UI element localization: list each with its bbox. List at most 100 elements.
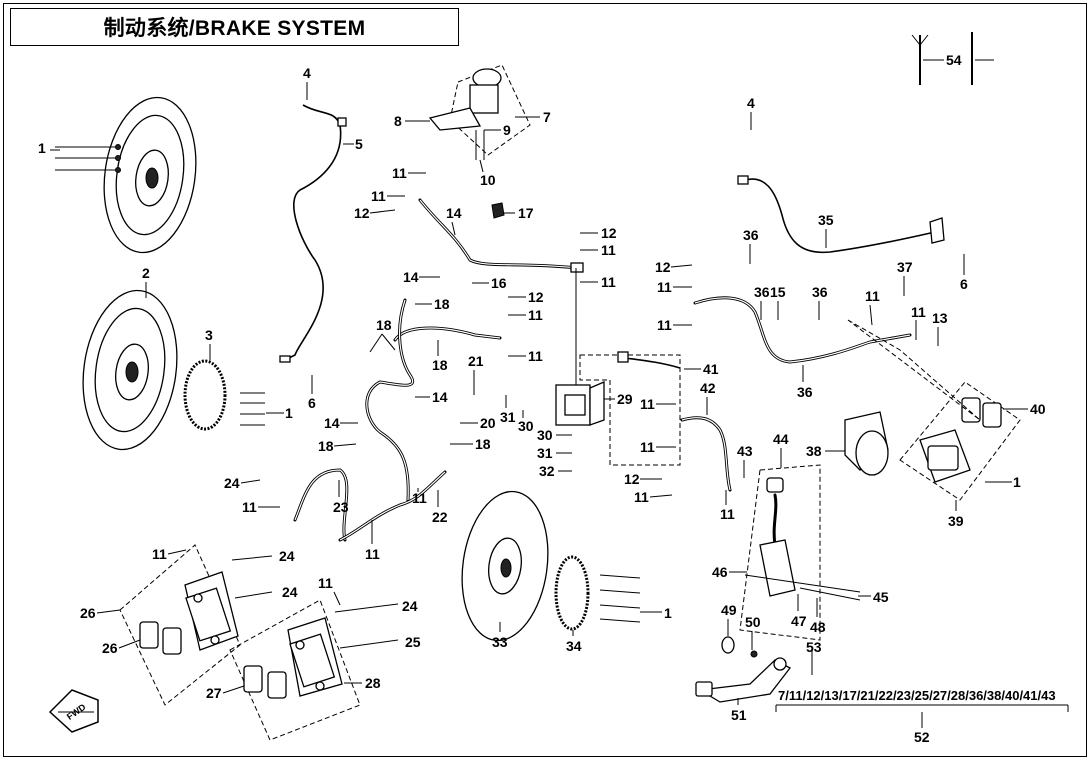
callout-label: 1 bbox=[285, 405, 293, 421]
brake-hose-41 bbox=[680, 416, 732, 492]
front-brake-pads-left bbox=[139, 621, 182, 655]
callout-label: 11 bbox=[657, 317, 672, 333]
callout-label: 11 bbox=[242, 499, 257, 515]
front-disc-bolts-lower bbox=[240, 392, 265, 426]
callout-label: 6 bbox=[960, 276, 968, 292]
rear-brake-disc bbox=[461, 490, 549, 642]
callout-label: 47 bbox=[791, 613, 807, 629]
callout-label: 12 bbox=[601, 225, 617, 241]
rear-master-cylinder bbox=[759, 477, 796, 597]
callout-label: 11 bbox=[392, 165, 407, 181]
callout-label: 30 bbox=[518, 418, 534, 434]
callout-label: 24 bbox=[279, 548, 295, 564]
callout-label: 1 bbox=[664, 605, 672, 621]
front-abs-sensor-wire bbox=[284, 104, 342, 361]
callout-label: 1 bbox=[38, 140, 46, 156]
callout-label: 26 bbox=[102, 640, 118, 656]
callout-label: 11 bbox=[601, 242, 616, 258]
tool-53 bbox=[911, 34, 929, 85]
callout-label: 11 bbox=[528, 307, 543, 323]
callout-labels: 1 1 1 1 1 2 3 4 4 5 6 6 7 bbox=[38, 52, 1046, 723]
callout-label: 7 bbox=[543, 109, 551, 125]
callout-label: 11 bbox=[634, 489, 649, 505]
callout-label: 10 bbox=[480, 172, 496, 188]
rear-caliper-box bbox=[899, 381, 1021, 501]
callout-label: 36 bbox=[812, 284, 828, 300]
callout-label: 18 bbox=[432, 357, 448, 373]
rear-brake-pads bbox=[961, 397, 1002, 428]
callout-label: 11 bbox=[365, 546, 380, 562]
callout-label: 37 bbox=[897, 259, 913, 275]
front-disc-bolts-upper bbox=[55, 144, 121, 173]
callout-label: 12 bbox=[354, 205, 370, 221]
callout-label: 12 bbox=[624, 471, 640, 487]
rear-master-cylinder-box bbox=[739, 464, 821, 641]
callout-label: 11 bbox=[640, 396, 655, 412]
callout-label: 16 bbox=[491, 275, 507, 291]
callout-label: 46 bbox=[712, 564, 728, 580]
callout-label: 22 bbox=[432, 509, 448, 525]
callout-label: 36 bbox=[797, 384, 813, 400]
callout-label: 9 bbox=[503, 122, 511, 138]
callout-label: 43 bbox=[737, 443, 753, 459]
callout-label: 11 bbox=[720, 506, 735, 522]
front-caliper-right bbox=[287, 617, 343, 697]
callout-label: 36 bbox=[743, 227, 759, 243]
callout-label: 14 bbox=[432, 389, 448, 405]
callout-label: 39 bbox=[948, 513, 964, 529]
callout-label: 42 bbox=[700, 380, 716, 396]
rear-caliper bbox=[919, 429, 971, 483]
front-master-cylinder bbox=[428, 64, 531, 160]
callout-label: 34 bbox=[566, 638, 582, 654]
front-brake-pads-right bbox=[243, 665, 287, 699]
callout-label: 38 bbox=[806, 443, 822, 459]
callout-label: 11 bbox=[152, 546, 167, 562]
front-caliper-left bbox=[184, 571, 239, 651]
rear-brake-pipe bbox=[693, 296, 912, 364]
callout-label: 11 bbox=[528, 348, 543, 364]
callout-label: 18 bbox=[475, 436, 491, 452]
callout-label: 3 bbox=[205, 327, 213, 343]
abs-hydraulic-unit bbox=[555, 268, 681, 466]
rear-brake-pedal bbox=[695, 657, 791, 703]
callout-label: 11 bbox=[601, 274, 616, 290]
callout-label: 25 bbox=[405, 634, 421, 650]
hose-clip-16 bbox=[491, 202, 505, 219]
callout-label: 30 bbox=[537, 427, 553, 443]
forward-arrow-icon bbox=[48, 689, 99, 733]
callout-label: 14 bbox=[324, 415, 340, 431]
callout-label: 31 bbox=[500, 409, 516, 425]
callout-label: 11 bbox=[371, 188, 386, 204]
front-abs-tone-ring bbox=[183, 359, 227, 431]
callout-label: 45 bbox=[873, 589, 889, 605]
front-caliper-right-box bbox=[229, 599, 361, 741]
callout-label: 18 bbox=[434, 296, 450, 312]
callout-label: 27 bbox=[206, 685, 222, 701]
rear-caliper-bracket bbox=[844, 411, 889, 476]
front-abs-sensor bbox=[279, 355, 291, 363]
page-title: 制动系统/BRAKE SYSTEM bbox=[10, 8, 459, 46]
callout-label: 40 bbox=[1030, 401, 1046, 417]
callout-label: 4 bbox=[303, 65, 311, 81]
callout-label: 1 bbox=[1013, 474, 1021, 490]
callout-label: 14 bbox=[446, 205, 462, 221]
callout-label: 13 bbox=[932, 310, 948, 326]
callout-label: 51 bbox=[731, 707, 747, 723]
callout-label: 14 bbox=[403, 269, 419, 285]
callout-label: 31 bbox=[537, 445, 553, 461]
callout-label: 2 bbox=[142, 265, 150, 281]
rear-disc-bolts bbox=[599, 574, 641, 623]
callout-label: 11 bbox=[640, 439, 655, 455]
callout-label: 18 bbox=[318, 438, 334, 454]
abs-wiring-40 bbox=[624, 357, 681, 369]
callout-label: 11 bbox=[318, 575, 333, 591]
callout-label: 41 bbox=[703, 361, 719, 377]
callout-label: 20 bbox=[480, 415, 496, 431]
callout-label: 49 bbox=[721, 602, 737, 618]
callout-label: 32 bbox=[539, 463, 555, 479]
callout-label: 4 bbox=[747, 95, 755, 111]
rear-abs-tone-ring bbox=[554, 555, 590, 631]
callout-label: 5 bbox=[355, 136, 363, 152]
callout-label: 28 bbox=[365, 675, 381, 691]
